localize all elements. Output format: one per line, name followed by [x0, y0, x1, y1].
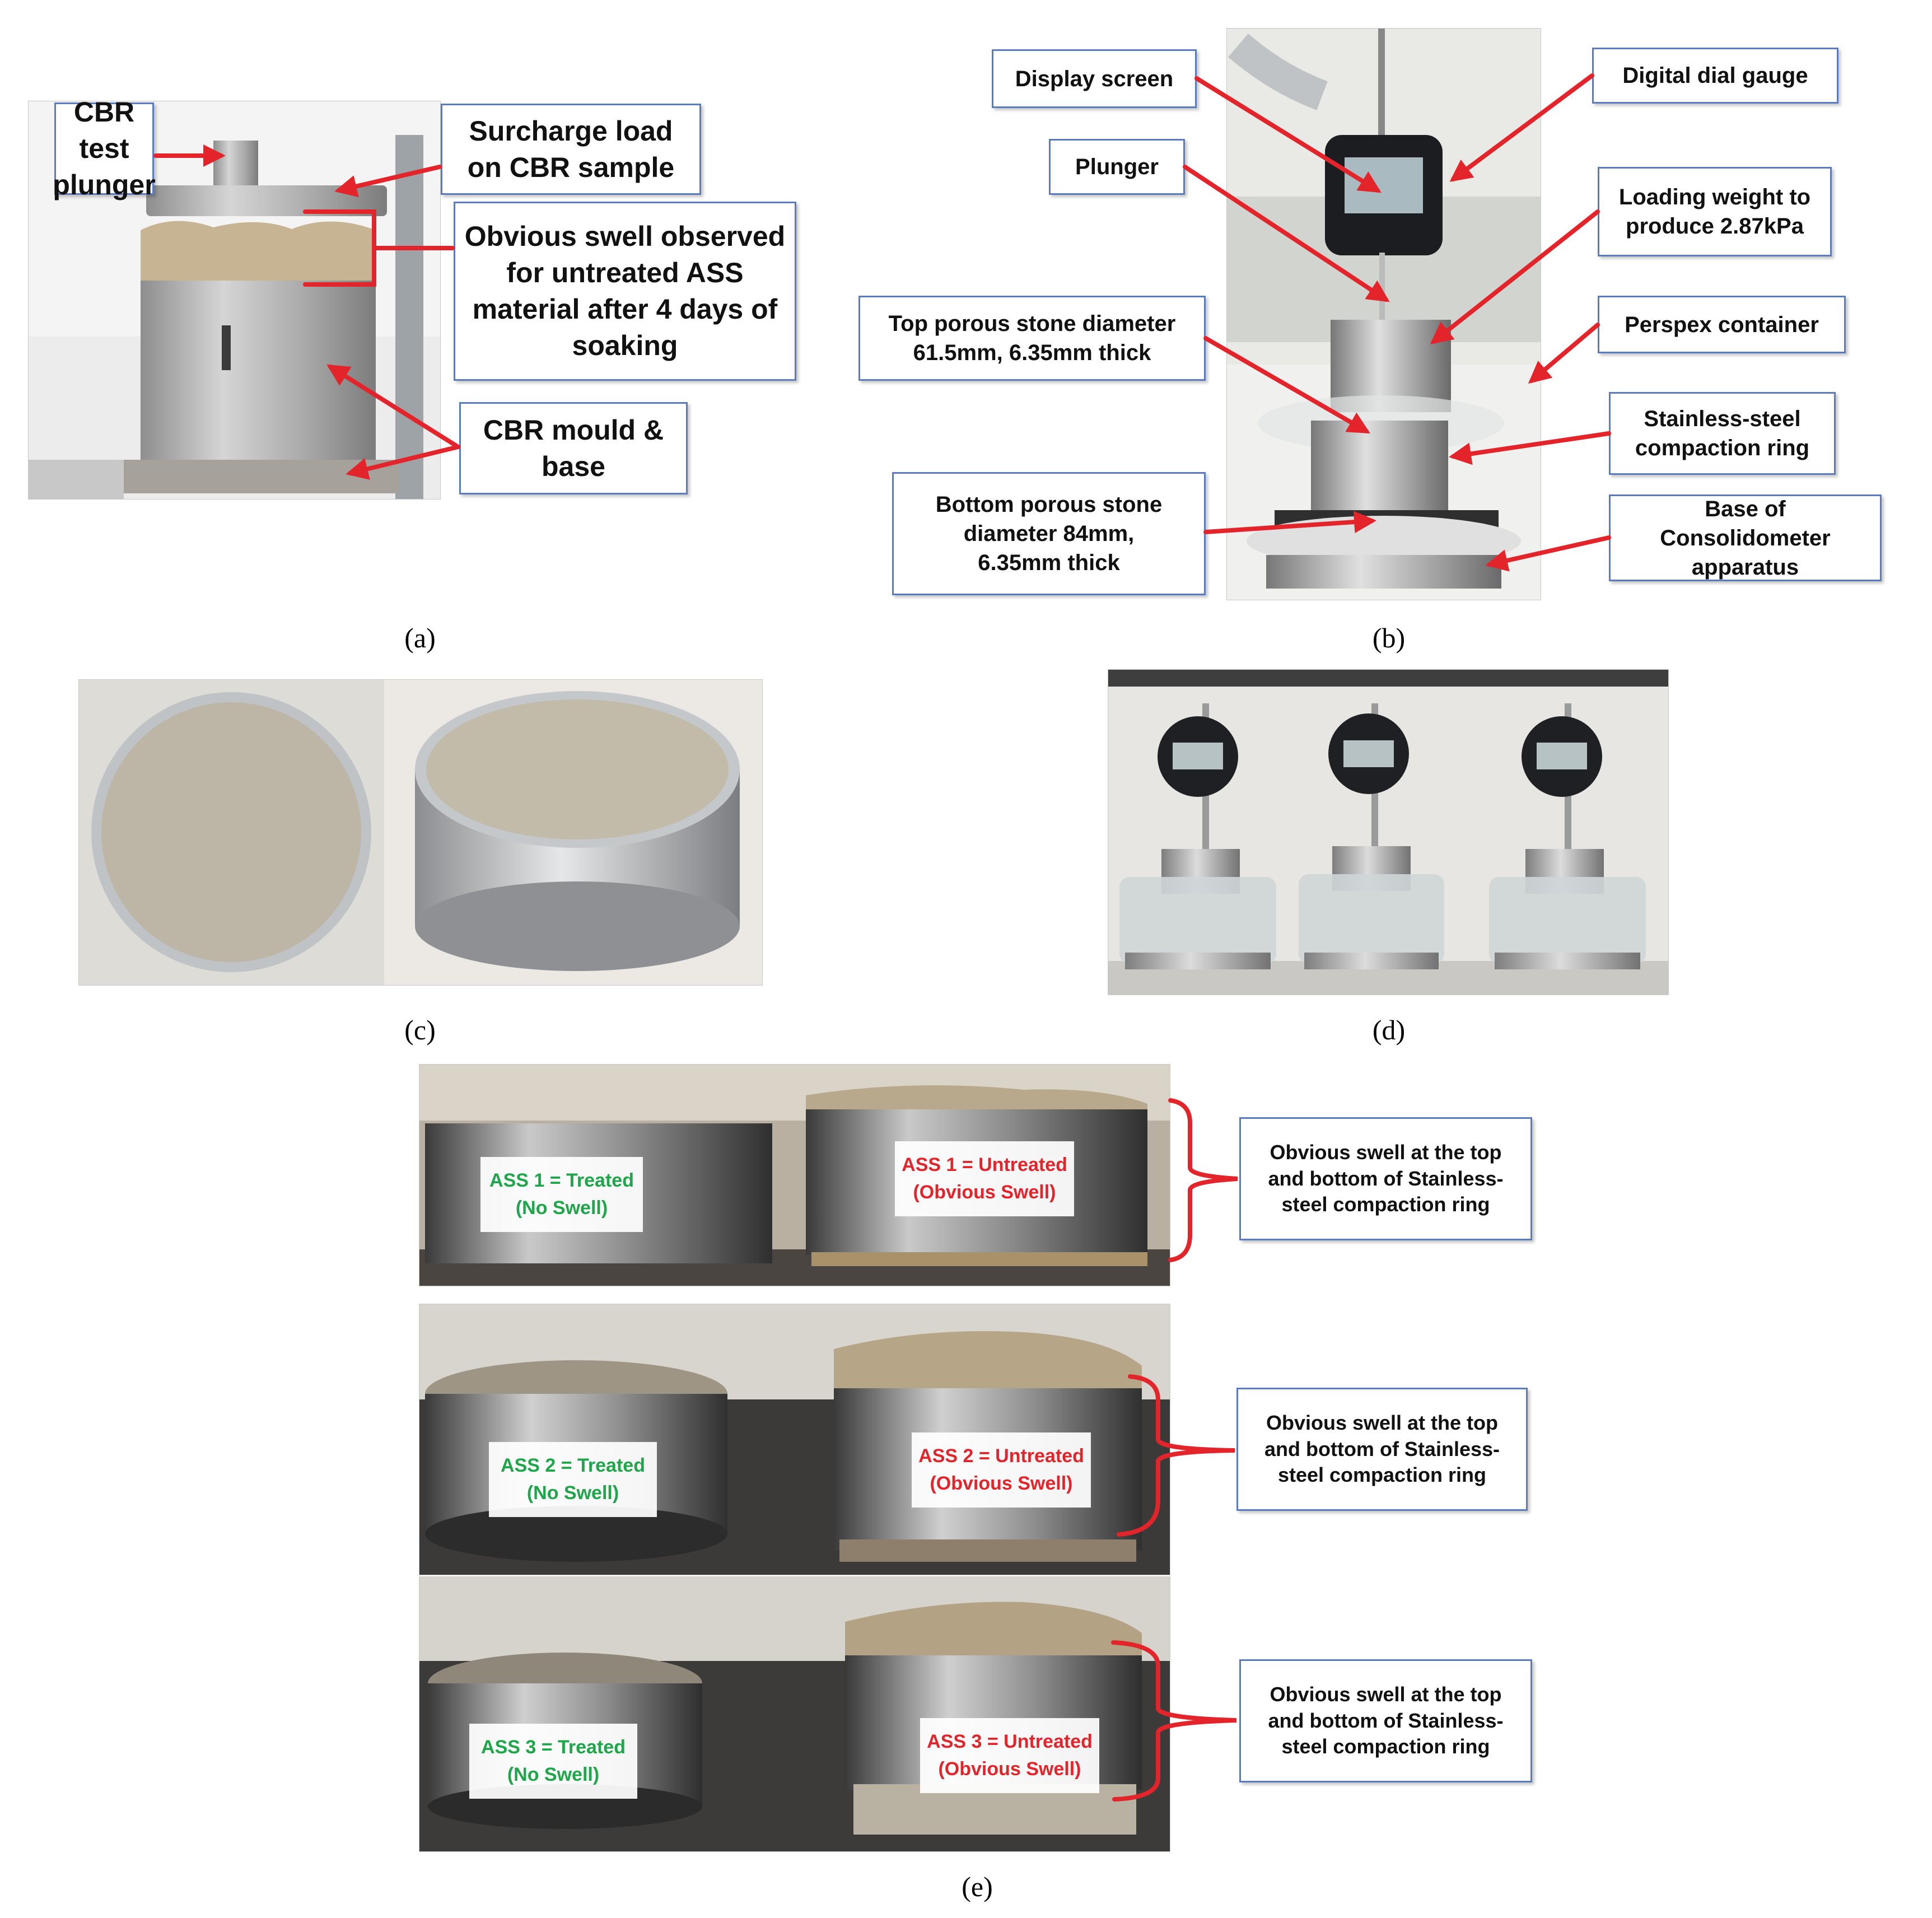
photo-e-row-3 — [419, 1576, 1170, 1852]
photo-e-row-2 — [419, 1304, 1170, 1575]
label-ass1-treated: ASS 1 = Treated (No Swell) — [480, 1157, 643, 1232]
label-digital-dial-gauge: Digital dial gauge — [1592, 48, 1838, 104]
label-surcharge-load: Surcharge load on CBR sample — [441, 104, 701, 195]
label-stainless-ring: Stainless-steel compaction ring — [1609, 392, 1836, 475]
photo-b-consolidometer — [1226, 28, 1541, 600]
label-plunger: Plunger — [1049, 139, 1185, 195]
label-cbr-mould: CBR mould & base — [459, 402, 688, 494]
label-ass1-swell-note: Obvious swell at the top and bottom of S… — [1239, 1117, 1532, 1240]
photo-d-three-gauges — [1108, 669, 1669, 995]
caption-a: (a) — [404, 622, 436, 654]
label-ass1-untreated: ASS 1 = Untreated (Obvious Swell) — [895, 1141, 1074, 1216]
label-ass3-untreated: ASS 3 = Untreated (Obvious Swell) — [920, 1718, 1099, 1793]
caption-b: (b) — [1372, 622, 1406, 654]
label-top-porous-stone: Top porous stone diameter 61.5mm, 6.35mm… — [858, 296, 1206, 381]
label-ass2-treated: ASS 2 = Treated (No Swell) — [489, 1442, 657, 1517]
photo-c-ring-samples — [78, 679, 763, 986]
caption-d: (d) — [1372, 1014, 1406, 1046]
caption-c: (c) — [404, 1014, 436, 1046]
label-consolidometer-base: Base of Consolidometer apparatus — [1609, 494, 1882, 581]
label-ass3-treated: ASS 3 = Treated (No Swell) — [469, 1724, 637, 1799]
bracket-e-row1 — [1168, 1098, 1238, 1262]
label-display-screen: Display screen — [992, 49, 1197, 108]
caption-e: (e) — [962, 1871, 993, 1902]
label-cbr-plunger: CBR test plunger — [53, 96, 156, 200]
label-ass2-untreated: ASS 2 = Untreated (Obvious Swell) — [912, 1432, 1091, 1508]
label-ass2-swell-note: Obvious swell at the top and bottom of S… — [1236, 1388, 1528, 1511]
label-bottom-porous-stone: Bottom porous stone diameter 84mm, 6.35m… — [892, 472, 1206, 595]
label-loading-weight: Loading weight to produce 2.87kPa — [1598, 167, 1832, 256]
label-ass3-swell-note: Obvious swell at the top and bottom of S… — [1239, 1659, 1532, 1782]
label-obvious-swell: Obvious swell observed for untreated ASS… — [454, 202, 796, 381]
arrow-b-perspex — [1528, 323, 1600, 384]
label-perspex-container: Perspex container — [1598, 296, 1846, 353]
